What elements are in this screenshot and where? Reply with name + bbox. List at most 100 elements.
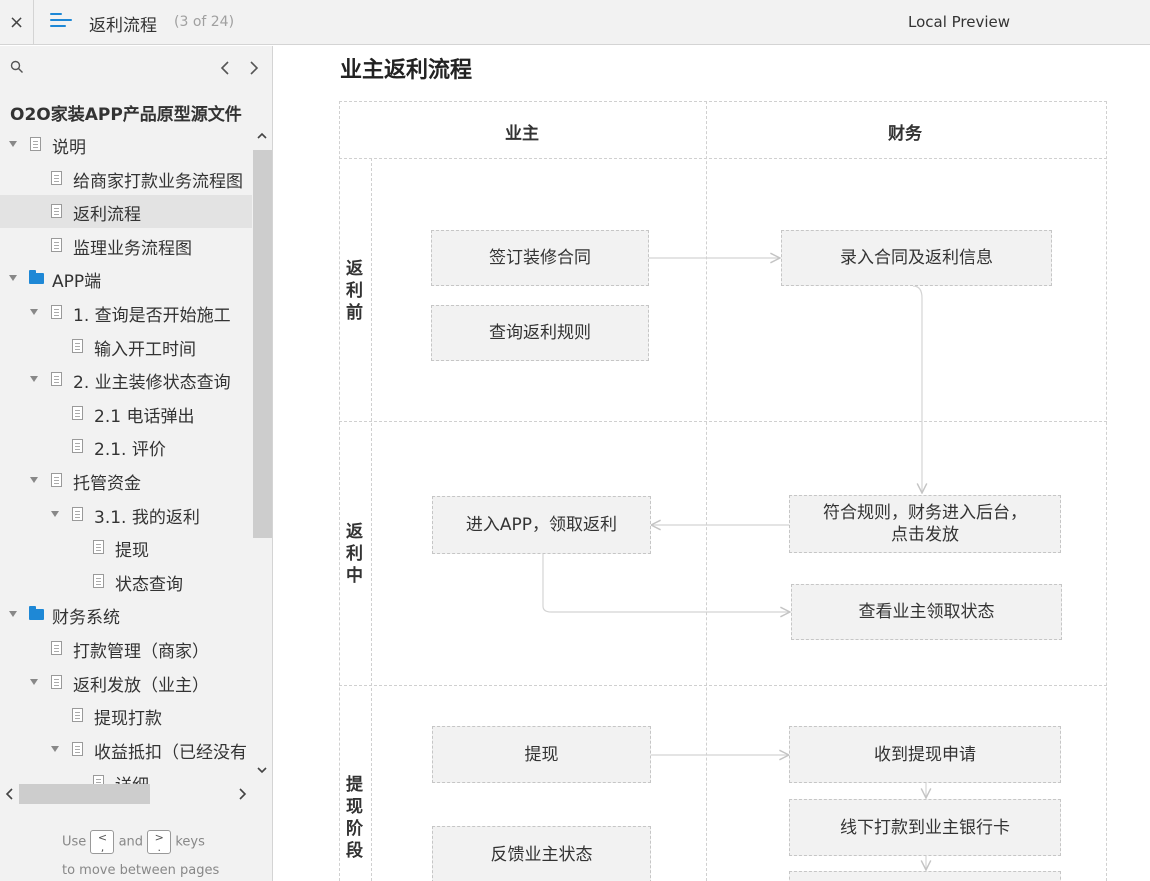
lane-divider: [706, 101, 707, 881]
search-icon[interactable]: [10, 60, 24, 74]
main-canvas: 业主返利流程 业主 财务 返利前 返利中 提现阶段 签订装修合同 查询返利规则 …: [273, 46, 1150, 881]
page-icon: [72, 338, 83, 353]
tree-item[interactable]: 打款管理（商家）: [0, 632, 252, 665]
page-icon: [51, 674, 62, 689]
swimlane-frame: [339, 101, 1107, 881]
phase-label-withdraw: 提现阶段: [346, 775, 363, 861]
tree-item[interactable]: 3.1. 我的返利: [0, 498, 252, 531]
tree-item-label: 说明: [52, 138, 86, 158]
close-button[interactable]: ×: [0, 0, 34, 45]
box-meets-rules: 符合规则，财务进入后台， 点击发放: [789, 495, 1061, 553]
tree-item[interactable]: 返利发放（业主）: [0, 666, 252, 699]
phase-divider-1: [339, 421, 1107, 422]
expand-arrow-icon[interactable]: [9, 141, 17, 147]
box-receive-request: 收到提现申请: [789, 726, 1061, 783]
page-icon: [51, 170, 62, 185]
tree-item-label: 2. 业主装修状态查询: [73, 373, 231, 394]
hint-line2: to move between pages: [62, 863, 220, 878]
phase-divider-2: [339, 685, 1107, 686]
tree-item-label: 打款管理（商家）: [73, 642, 209, 662]
tree-item-label: 托管资金: [73, 474, 141, 494]
box-feedback-status: 反馈业主状态: [432, 826, 651, 881]
arrow-record-to-issue: [912, 285, 922, 493]
tree-item[interactable]: 说明: [0, 128, 252, 161]
expand-arrow-icon[interactable]: [9, 611, 17, 618]
expand-arrow-icon[interactable]: [51, 510, 59, 517]
tree-item[interactable]: 2.1. 评价: [0, 430, 252, 463]
box-meets-rules-line1: 符合规则，财务进入后台，: [823, 503, 1027, 523]
tree-item[interactable]: 监理业务流程图: [0, 229, 252, 262]
tree-item[interactable]: 提现: [0, 531, 252, 564]
tree-item[interactable]: 给商家打款业务流程图: [0, 162, 252, 195]
expand-arrow-icon[interactable]: [9, 275, 17, 282]
page-icon: [30, 137, 41, 151]
tree-item-label: 返利发放（业主）: [73, 675, 209, 696]
tree-item-label: 状态查询: [115, 574, 183, 595]
scroll-right-icon[interactable]: [236, 784, 248, 804]
tree-item-label: 输入开工时间: [94, 339, 196, 360]
tree-item[interactable]: 输入开工时间: [0, 330, 252, 363]
hint-use: Use: [62, 834, 87, 850]
page-icon: [72, 439, 83, 454]
hint-keys: keys: [175, 834, 205, 850]
page-icon: [72, 405, 83, 420]
page-icon: [72, 506, 83, 521]
page-icon: [51, 305, 62, 319]
menu-icon[interactable]: [50, 13, 72, 31]
tree-item[interactable]: 财务系统: [0, 598, 252, 631]
page-count: (3 of 24): [174, 14, 235, 30]
page-icon: [93, 573, 104, 588]
tree-item[interactable]: 2.1 电话弹出: [0, 397, 252, 430]
tree-item[interactable]: 托管资金: [0, 464, 252, 497]
page-icon: [93, 540, 104, 555]
local-preview-label: Local Preview: [908, 13, 1011, 31]
tree-item-label: 2.1. 评价: [94, 440, 166, 461]
scroll-down-icon[interactable]: [256, 764, 268, 776]
page-icon: [51, 641, 62, 655]
chevron-right-icon[interactable]: [246, 58, 262, 78]
box-withdraw: 提现: [432, 726, 651, 783]
page-icon: [51, 372, 62, 387]
tree-item-label: 财务系统: [52, 608, 120, 629]
page-icon: [51, 204, 62, 219]
folder-icon: [29, 270, 44, 285]
box-record-contract: 录入合同及返利信息: [781, 230, 1052, 286]
sidebar-toolbar: [0, 46, 272, 90]
page-icon: [72, 708, 83, 723]
next-key-icon: > .: [147, 830, 172, 854]
expand-arrow-icon[interactable]: [51, 745, 59, 752]
horizontal-scrollbar-thumb[interactable]: [19, 784, 150, 804]
close-icon: ×: [8, 12, 25, 33]
tree-item-label: 给商家打款业务流程图: [73, 171, 243, 192]
expand-arrow-icon[interactable]: [30, 309, 38, 315]
tree-item-label: 提现打款: [94, 709, 162, 730]
chevron-left-icon[interactable]: [217, 58, 233, 78]
project-title: O2O家装APP产品原型源文件: [10, 105, 242, 125]
box-offline-transfer: 线下打款到业主银行卡: [789, 799, 1061, 856]
diagram-title: 业主返利流程: [340, 58, 473, 83]
tree-item[interactable]: 1. 查询是否开始施工: [0, 296, 252, 329]
tree-item[interactable]: 提现打款: [0, 699, 252, 732]
flow-connectors: [542, 46, 1150, 881]
page-icon: [72, 741, 83, 756]
expand-arrow-icon[interactable]: [30, 477, 38, 483]
box-next-step: [789, 871, 1061, 881]
vertical-scrollbar-thumb[interactable]: [253, 150, 272, 538]
tree-item[interactable]: APP端: [0, 262, 252, 295]
header-divider: [339, 158, 1107, 159]
tree-item[interactable]: 返利流程: [0, 195, 252, 229]
scroll-up-icon[interactable]: [256, 130, 268, 142]
box-check-status: 查看业主领取状态: [791, 584, 1062, 640]
tree-item-label: 3.1. 我的返利: [94, 507, 200, 528]
tree-item-label: 2.1 电话弹出: [94, 406, 195, 427]
phase-label-before: 返利前: [346, 259, 363, 323]
lane-header-finance: 财务: [888, 124, 922, 144]
scroll-left-icon[interactable]: [4, 784, 16, 804]
expand-arrow-icon[interactable]: [30, 678, 38, 685]
tree-item[interactable]: 2. 业主装修状态查询: [0, 363, 252, 396]
tree-item[interactable]: 状态查询: [0, 565, 252, 598]
expand-arrow-icon[interactable]: [30, 376, 38, 383]
top-bar: × 返利流程 (3 of 24) Local Preview: [0, 0, 1150, 45]
tree-item[interactable]: 收益抵扣（已经没有: [0, 733, 252, 766]
